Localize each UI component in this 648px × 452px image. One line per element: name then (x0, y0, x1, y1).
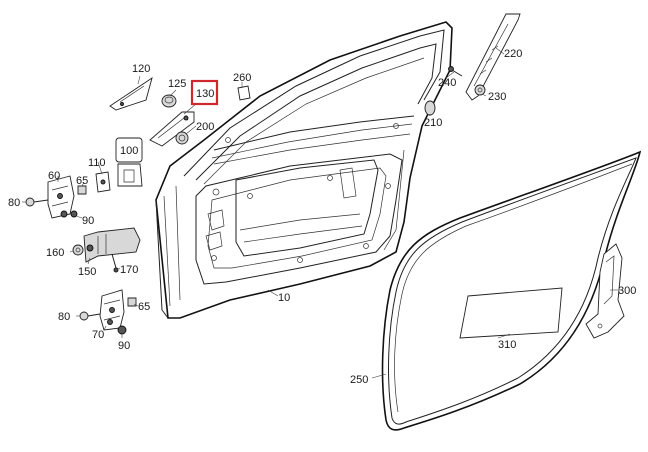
label-220[interactable]: 220 (504, 48, 522, 60)
screw-240 (448, 66, 463, 77)
upper-hinge-group (25, 137, 143, 219)
grommet-200 (175, 131, 189, 145)
label-65a[interactable]: 65 (76, 175, 88, 187)
label-125[interactable]: 125 (168, 78, 186, 90)
label-10[interactable]: 10 (278, 292, 290, 304)
label-90b[interactable]: 90 (118, 340, 130, 352)
check-strap-group (72, 227, 141, 273)
label-80a[interactable]: 80 (8, 197, 20, 209)
label-90a[interactable]: 90 (82, 215, 94, 227)
door-shell (155, 21, 453, 319)
pillar-trim (465, 13, 521, 101)
label-200[interactable]: 200 (196, 121, 214, 133)
grommet-125 (161, 94, 177, 108)
label-300[interactable]: 300 (618, 285, 636, 297)
clip-230 (474, 84, 486, 96)
label-310[interactable]: 310 (498, 339, 516, 351)
label-100[interactable]: 100 (120, 145, 138, 157)
label-130[interactable]: 130 (196, 88, 214, 100)
leader-lines (22, 47, 618, 379)
label-250[interactable]: 250 (350, 374, 368, 386)
label-240[interactable]: 240 (438, 77, 456, 89)
plug-210 (424, 100, 436, 116)
label-60[interactable]: 60 (48, 170, 60, 182)
label-80b[interactable]: 80 (58, 311, 70, 323)
pad-260 (237, 85, 251, 101)
mirror-cover-120 (109, 76, 153, 111)
lower-hinge-group (79, 289, 137, 335)
label-120[interactable]: 120 (132, 63, 150, 75)
sound-pad (459, 287, 563, 339)
label-70[interactable]: 70 (92, 329, 104, 341)
highlight-box (190, 79, 219, 106)
label-260[interactable]: 260 (233, 72, 251, 84)
label-170[interactable]: 170 (120, 264, 138, 276)
label-230[interactable]: 230 (488, 91, 506, 103)
label-210[interactable]: 210 (424, 117, 442, 129)
door-seal (381, 150, 642, 431)
part-labels: 120 125 130 260 200 220 240 230 210 100 … (8, 48, 636, 386)
label-65b[interactable]: 65 (138, 301, 150, 313)
label-160[interactable]: 160 (46, 247, 64, 259)
label-110[interactable]: 110 (88, 157, 106, 169)
inner-trim-130 (149, 111, 195, 147)
label-150[interactable]: 150 (78, 266, 96, 278)
rear-bracket (585, 243, 625, 339)
